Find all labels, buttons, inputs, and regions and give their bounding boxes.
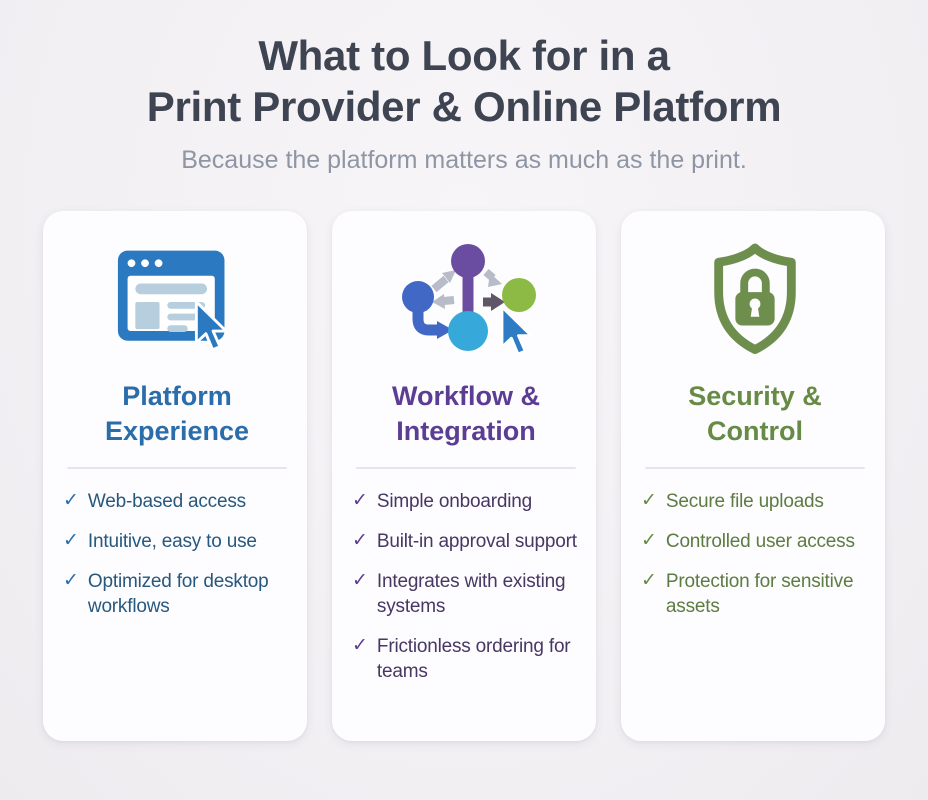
cards-row: Platform Experience ✓ Web-based access ✓… <box>0 211 928 742</box>
page-title: What to Look for in a Print Provider & O… <box>0 30 928 132</box>
list-item: ✓ Protection for sensitive assets <box>641 569 854 617</box>
list-item: ✓ Frictionless ordering for teams <box>352 634 571 682</box>
divider <box>645 466 865 469</box>
card-platform-experience: Platform Experience ✓ Web-based access ✓… <box>43 211 307 742</box>
card-title-security-control: Security & Control <box>688 381 822 447</box>
check-icon: ✓ <box>641 489 657 511</box>
feature-list: ✓ Web-based access ✓ Intuitive, easy to … <box>63 489 291 619</box>
divider <box>356 466 576 469</box>
check-icon: ✓ <box>63 489 79 511</box>
divider <box>67 466 287 469</box>
check-icon: ✓ <box>352 489 368 511</box>
list-item: ✓ Built-in approval support <box>352 529 577 552</box>
shield-lock-icon-svg <box>714 244 796 355</box>
browser-cursor-icon <box>63 237 291 363</box>
page-title-line1: What to Look for in a <box>258 32 670 79</box>
workflow-nodes-cursor-icon-svg <box>402 244 536 356</box>
workflow-nodes-cursor-icon <box>352 237 580 363</box>
check-icon: ✓ <box>352 634 368 656</box>
check-icon: ✓ <box>63 529 79 551</box>
card-title-workflow-integration: Workflow & Integration <box>392 381 540 447</box>
feature-list: ✓ Secure file uploads ✓ Controlled user … <box>641 489 869 619</box>
browser-cursor-icon-svg <box>117 251 228 352</box>
list-item: ✓ Secure file uploads <box>641 489 824 512</box>
check-icon: ✓ <box>352 529 368 551</box>
check-icon: ✓ <box>63 569 79 591</box>
page-subtitle: Because the platform matters as much as … <box>181 146 747 175</box>
card-title-platform-experience: Platform Experience <box>104 381 250 447</box>
shield-lock-icon <box>641 237 869 363</box>
list-item: ✓ Controlled user access <box>641 529 855 552</box>
list-item: ✓ Intuitive, easy to use <box>63 529 257 552</box>
card-security-control: Security & Control ✓ Secure file uploads… <box>621 211 885 742</box>
header: What to Look for in a Print Provider & O… <box>0 30 928 175</box>
check-icon: ✓ <box>641 569 657 591</box>
feature-list: ✓ Simple onboarding ✓ Built-in approval … <box>352 489 580 684</box>
list-item: ✓ Web-based access <box>63 489 246 512</box>
list-item: ✓ Integrates with existing systems <box>352 569 566 617</box>
check-icon: ✓ <box>352 569 368 591</box>
list-item: ✓ Simple onboarding <box>352 489 532 512</box>
check-icon: ✓ <box>641 529 657 551</box>
page-title-line2: Print Provider & Online Platform <box>146 83 782 131</box>
list-item: ✓ Optimized for desktop workflows <box>63 569 269 617</box>
card-workflow-integration: Workflow & Integration ✓ Simple onboardi… <box>332 211 596 742</box>
